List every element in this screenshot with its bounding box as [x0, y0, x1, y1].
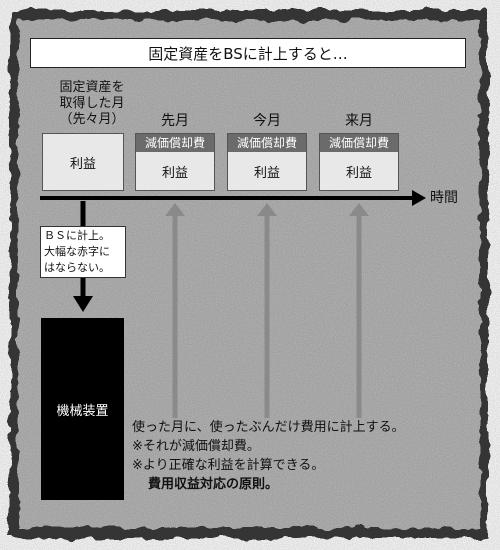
bs-note-line: 大幅な赤字に [44, 245, 110, 258]
up-arrow-head-3 [349, 203, 369, 216]
profit-label: 利益 [161, 165, 188, 181]
explanation-line: ※それが減価償却費。 [132, 439, 260, 454]
explanation-line: ※より正確な利益を計算できる。 [132, 458, 325, 473]
depreciation-header: 減価償却費 [136, 134, 214, 152]
bs-note: ＢＳに計上。 大幅な赤字に はならない。 [40, 226, 126, 278]
timeline-arrowhead [412, 190, 426, 206]
month-box-next: 減価償却費 利益 [319, 133, 399, 191]
depreciation-header: 減価償却費 [228, 134, 306, 152]
month-label-next: 来月 [345, 113, 373, 129]
month-box-this: 減価償却費 利益 [227, 133, 307, 191]
month-label-this: 今月 [253, 113, 281, 129]
month-label-last: 先月 [161, 113, 189, 129]
time-axis-label: 時間 [430, 190, 458, 206]
month-box-acquisition: 利益 [42, 133, 124, 191]
acquisition-label-line: 固定資産を [59, 80, 125, 95]
profit-label: 利益 [345, 165, 372, 181]
bs-note-line: はならない。 [44, 261, 110, 274]
up-arrow-head-1 [165, 203, 185, 216]
acquisition-label-line: （先々月） [59, 112, 125, 127]
asset-block: 機械装置 [41, 318, 124, 500]
acquisition-label-line: 取得した月 [59, 96, 125, 111]
month-box-last: 減価償却費 利益 [135, 133, 215, 191]
up-arrow-head-2 [257, 203, 277, 216]
down-arrow-head [73, 296, 93, 312]
profit-label: 利益 [253, 165, 280, 181]
page-title: 固定資産をBSに計上すると… [30, 38, 466, 68]
explanation-line: 使った月に、使ったぶんだけ費用に計上する。 [132, 420, 405, 435]
principle-line: 費用収益対応の原則。 [148, 477, 279, 492]
acquisition-month-label: 固定資産を 取得した月 （先々月） [38, 80, 146, 128]
explanation-text: 使った月に、使ったぶんだけ費用に計上する。 ※それが減価償却費。 ※より正確な利… [132, 418, 462, 494]
bs-note-line: ＢＳに計上。 [44, 229, 110, 242]
profit-label: 利益 [69, 156, 96, 172]
depreciation-header: 減価償却費 [320, 134, 398, 152]
